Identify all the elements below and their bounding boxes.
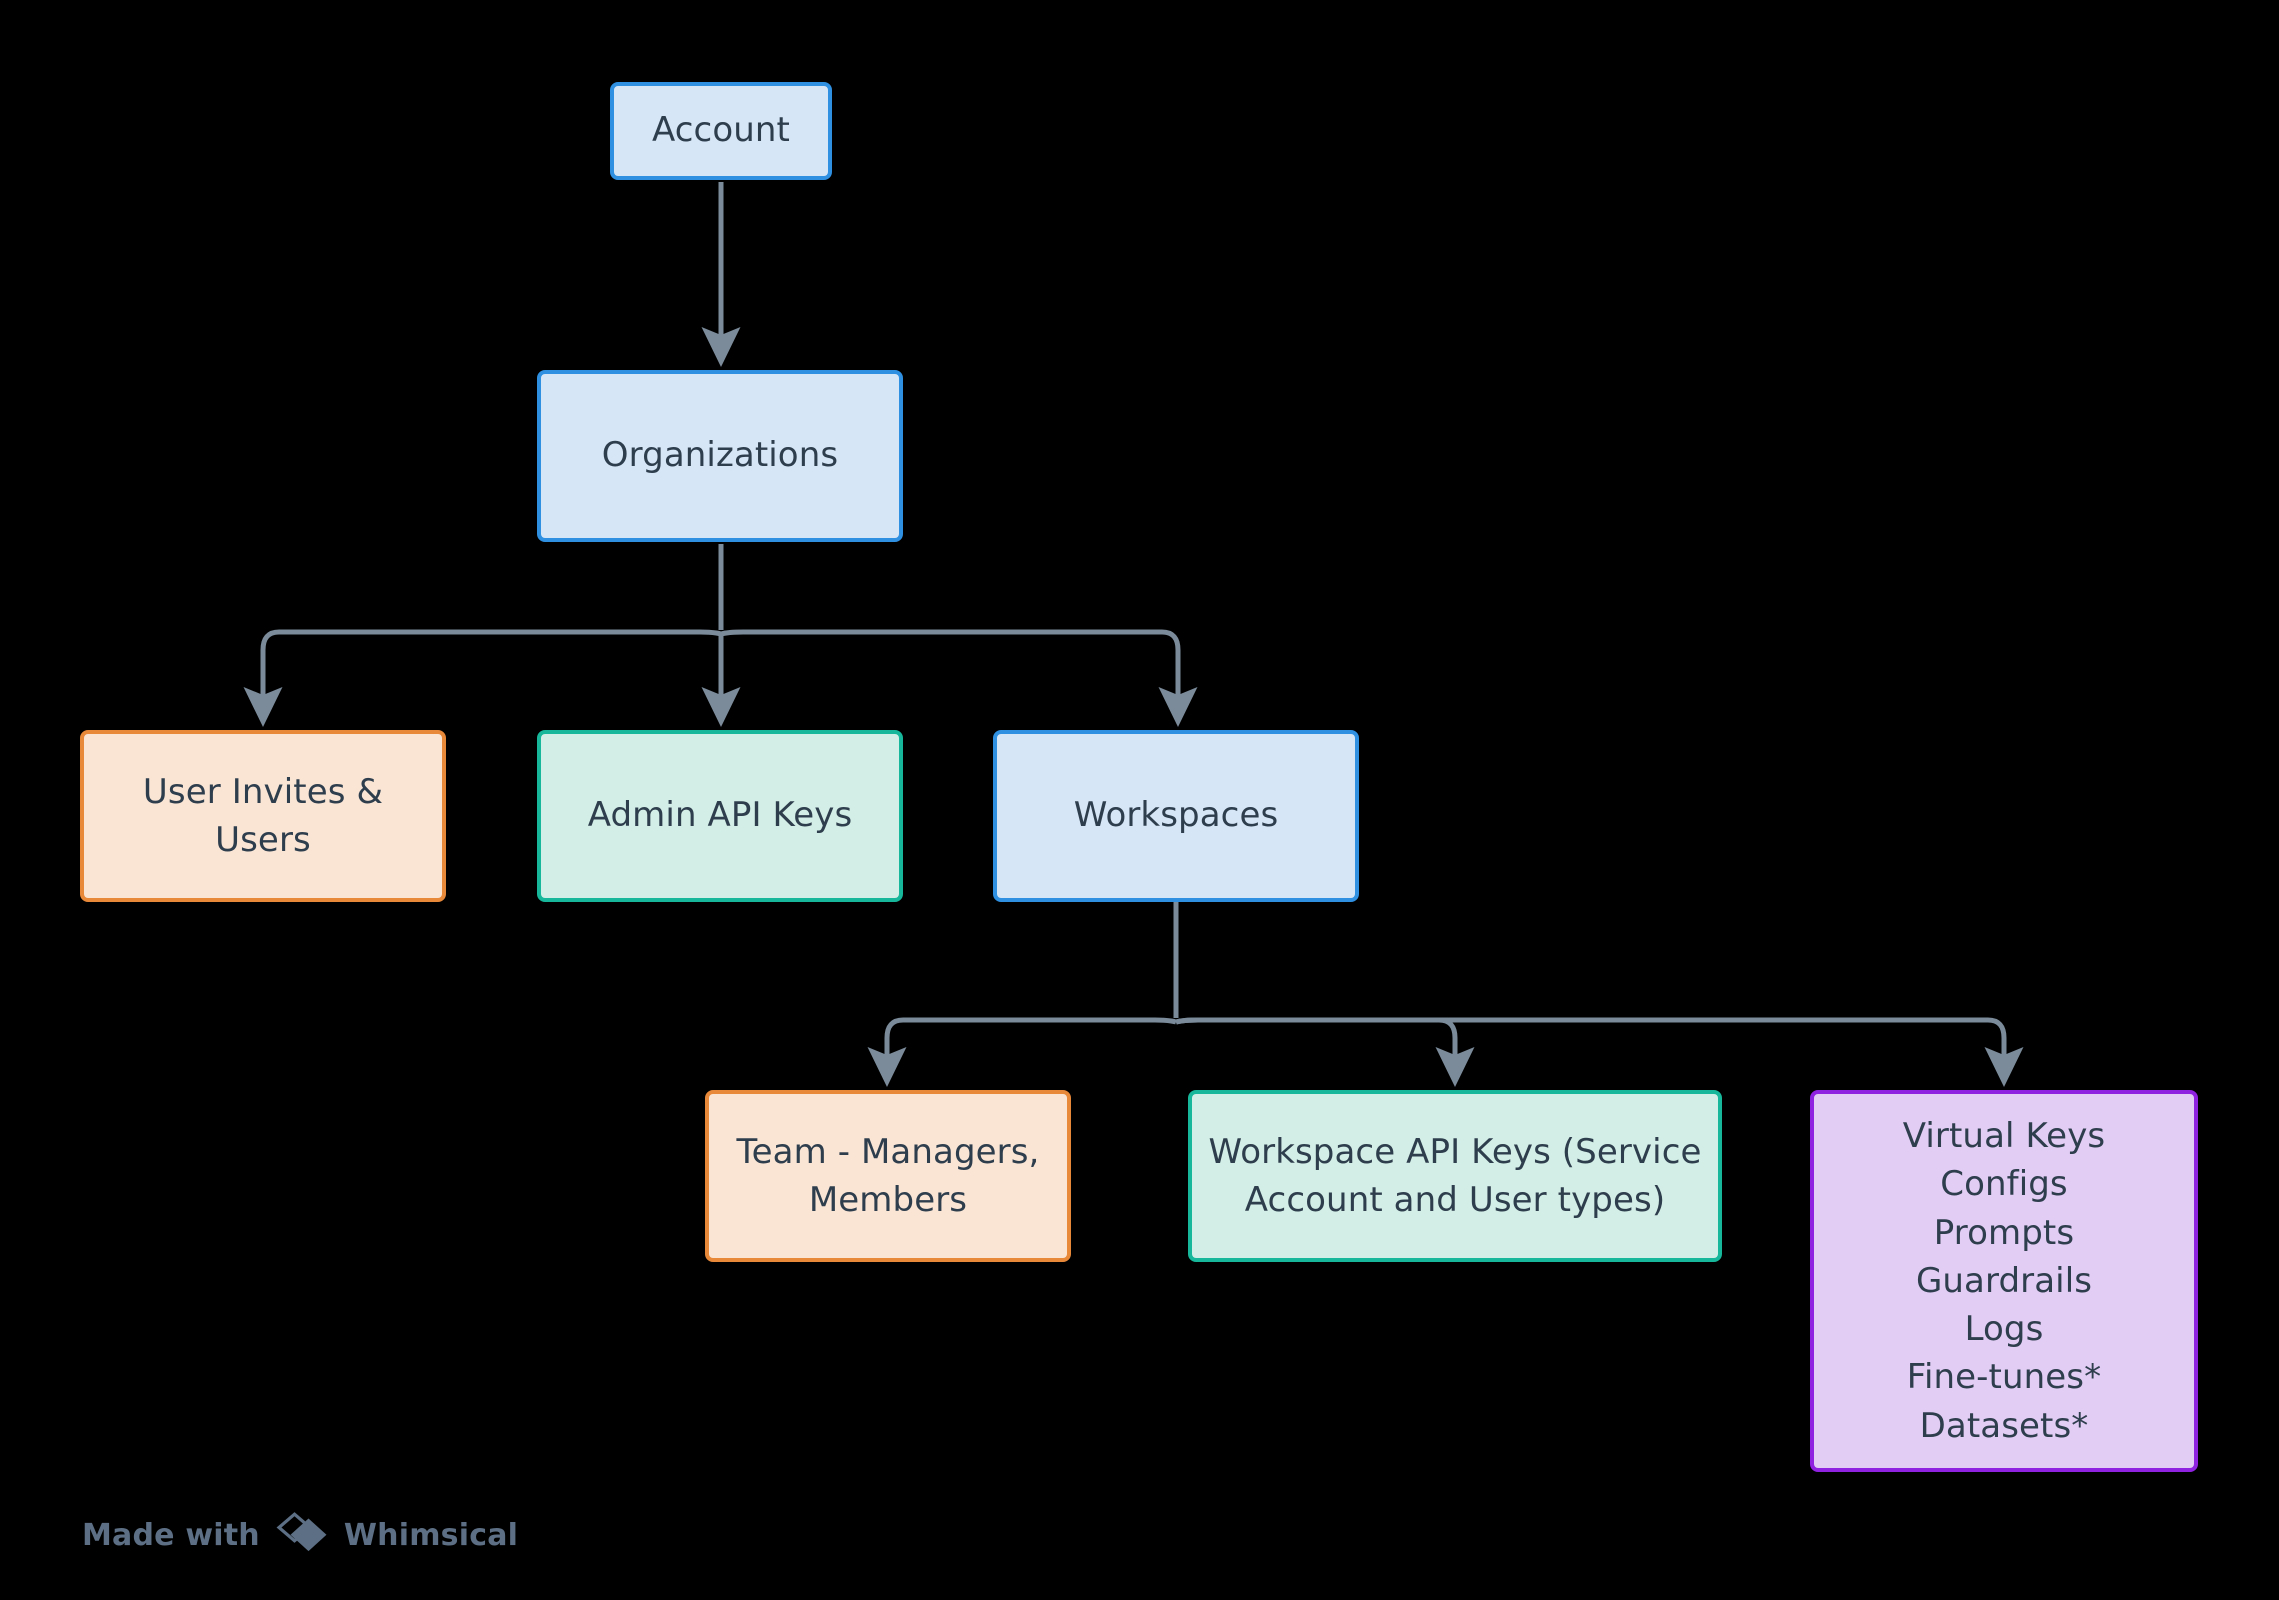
node-organizations-label: Organizations bbox=[601, 435, 839, 476]
node-account-label: Account bbox=[652, 110, 790, 151]
node-workspaces[interactable]: Workspaces bbox=[993, 730, 1359, 902]
node-admin-api-keys[interactable]: Admin API Keys bbox=[537, 730, 903, 902]
node-admin-api-keys-label: Admin API Keys bbox=[587, 795, 853, 836]
whimsical-logo-icon bbox=[276, 1512, 327, 1552]
edge-organizations-to-workspaces bbox=[720, 629, 1198, 727]
made-with-whimsical-footer: Made with Whimsical bbox=[82, 1512, 518, 1558]
edge-workspaces-to-workspace-resources bbox=[1175, 1017, 2024, 1087]
node-workspace-resources[interactable]: Virtual Keys Configs Prompts Guardrails … bbox=[1810, 1090, 2198, 1472]
edge-workspaces-to-workspace-api-keys bbox=[1175, 1017, 1475, 1087]
edge-organizations-to-user-invites bbox=[243, 629, 722, 727]
made-with-label: Made with bbox=[82, 1517, 260, 1553]
node-user-invites-users-label: User Invites & Users bbox=[142, 771, 384, 860]
whimsical-brand-label: Whimsical bbox=[343, 1517, 519, 1553]
node-workspaces-label: Workspaces bbox=[1073, 795, 1279, 836]
node-team-managers-members[interactable]: Team - Managers, Members bbox=[705, 1090, 1071, 1262]
node-workspace-api-keys[interactable]: Workspace API Keys (Service Account and … bbox=[1188, 1090, 1722, 1262]
node-workspace-api-keys-label: Workspace API Keys (Service Account and … bbox=[1208, 1131, 1702, 1220]
node-team-managers-members-label: Team - Managers, Members bbox=[736, 1131, 1040, 1220]
edge-workspaces-to-team bbox=[867, 1017, 1177, 1087]
node-account[interactable]: Account bbox=[610, 82, 832, 180]
node-organizations[interactable]: Organizations bbox=[537, 370, 903, 542]
node-workspace-resources-label: Virtual Keys Configs Prompts Guardrails … bbox=[1902, 1116, 2106, 1446]
node-user-invites-users[interactable]: User Invites & Users bbox=[80, 730, 446, 902]
